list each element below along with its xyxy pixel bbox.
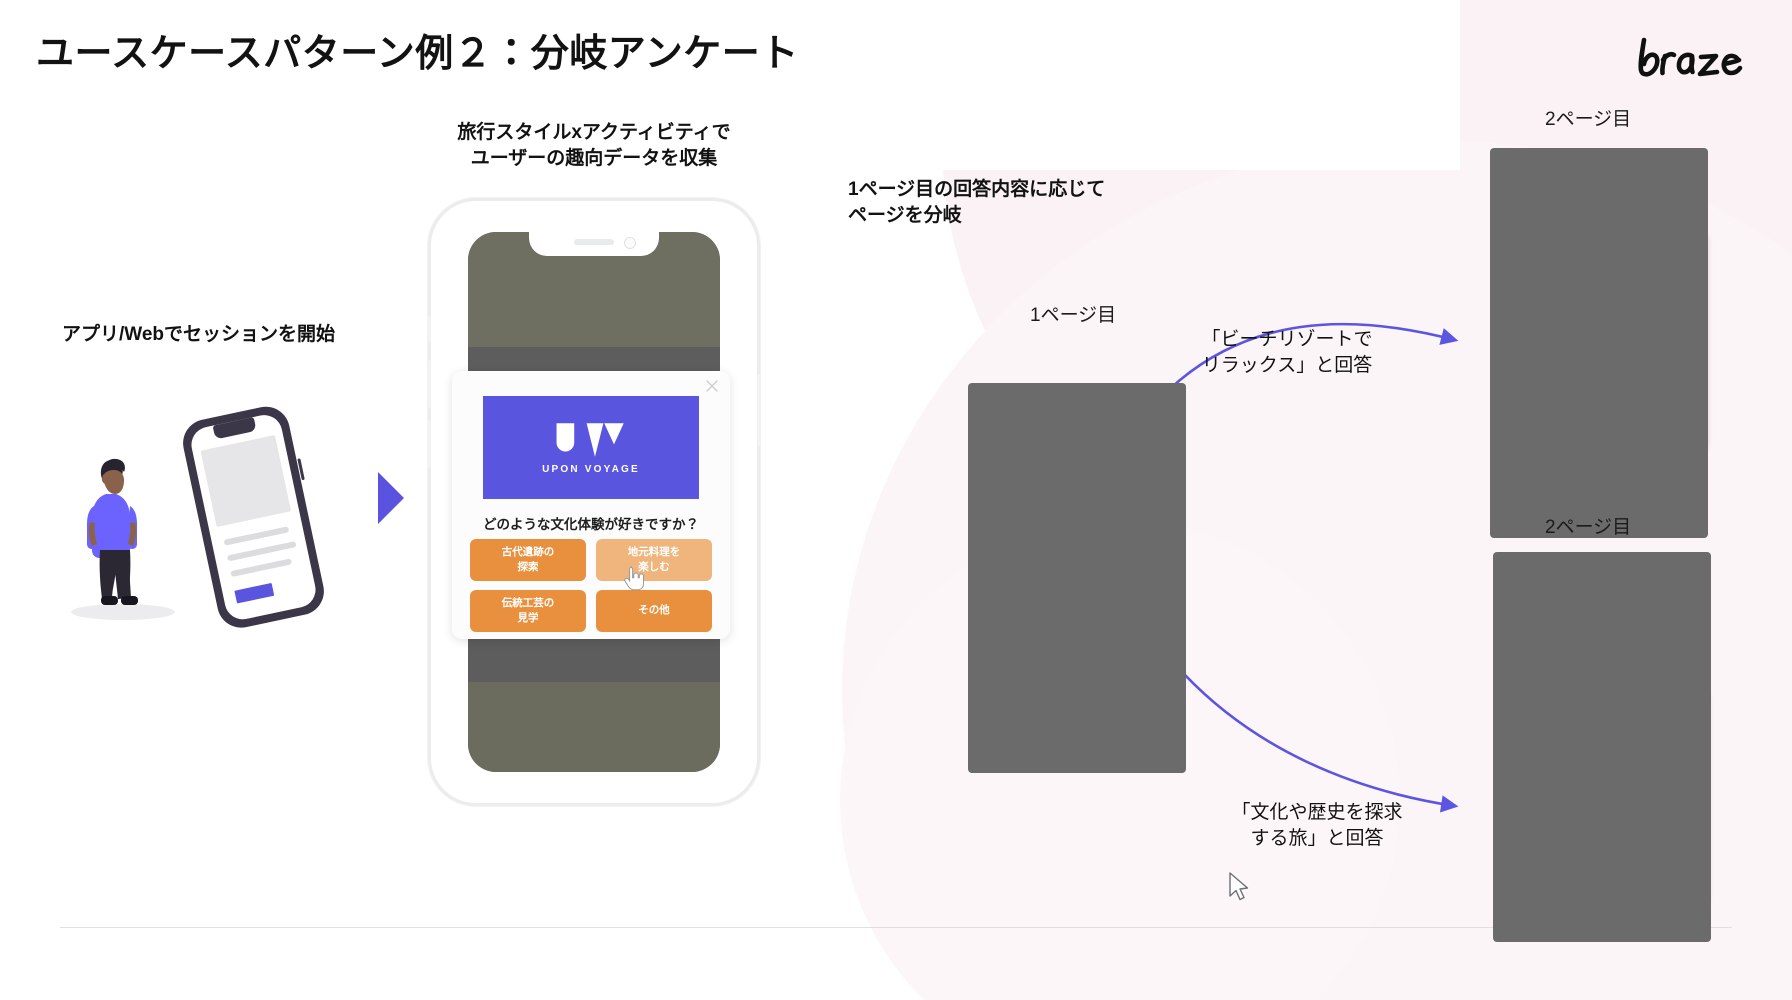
upon-voyage-logo-icon <box>556 422 624 457</box>
caption-branch-headline: 1ページ目の回答内容に応じて ページを分岐 <box>848 179 1106 226</box>
mouse-pointer-icon <box>1228 872 1250 902</box>
hand-cursor-icon <box>623 565 645 591</box>
phone-camera-icon <box>624 237 636 249</box>
phone-mockup-page-1 <box>968 383 1186 773</box>
label-page-2-bottom: 2ページ目 <box>1545 517 1632 538</box>
option-button-hovered[interactable]: 地元料理を 楽しむ <box>596 539 712 581</box>
phone-mockup-page-2-bottom <box>1493 552 1711 942</box>
phone-screen-page-1 <box>968 383 1186 773</box>
flow-arrow-to-phone <box>378 472 404 524</box>
braze-logo <box>1632 34 1752 90</box>
phone-mockup-page-2-top <box>1490 148 1708 538</box>
phone-speaker-icon <box>574 239 614 245</box>
close-icon[interactable] <box>705 379 719 393</box>
option-button[interactable]: 古代遺跡の 探索 <box>470 539 586 581</box>
modal-question: どのような文化体験が好きですか？ <box>483 517 699 532</box>
annotation-branch-top: 「ビーチリゾートで リラックス」と回答 <box>1201 329 1373 376</box>
phone-screen-page-2-bottom <box>1493 552 1711 942</box>
phone-mute-switch <box>427 316 431 342</box>
label-page-1: 1ページ目 <box>1030 305 1117 326</box>
session-start-illustration <box>60 390 380 630</box>
brand-wordmark: UPON VOYAGE <box>542 463 640 475</box>
option-button[interactable]: 伝統工芸の 見学 <box>470 590 586 632</box>
label-page-2-top: 2ページ目 <box>1545 109 1632 130</box>
caption-left-step: アプリ/Webでセッションを開始 <box>62 324 336 345</box>
caption-phone-headline: 旅行スタイルxアクティビティで ユーザーの趣向データを収集 <box>457 122 731 169</box>
annotation-branch-bottom: 「文化や歴史を探求 する旅」と回答 <box>1231 802 1403 849</box>
phone-volume-up-button <box>427 360 431 408</box>
in-app-message-large: UPON VOYAGE どのような文化体験が好きですか？ 古代遺跡の 探索 地元… <box>452 371 730 639</box>
option-button[interactable]: その他 <box>596 590 712 632</box>
phone-power-button <box>757 374 761 446</box>
screen-band-bottom <box>468 682 720 772</box>
phone-screen-page-2-top <box>1490 148 1708 538</box>
page-title: ユースケースパターン例２：分岐アンケート <box>36 33 799 75</box>
modal-options-grid: 古代遺跡の 探索 地元料理を 楽しむ 伝統工芸の 見学 その他 <box>470 539 712 632</box>
phone-volume-down-button <box>427 420 431 468</box>
brand-hero-banner: UPON VOYAGE <box>483 396 699 499</box>
footer-divider <box>60 927 1732 928</box>
background-white-top <box>760 0 1460 170</box>
